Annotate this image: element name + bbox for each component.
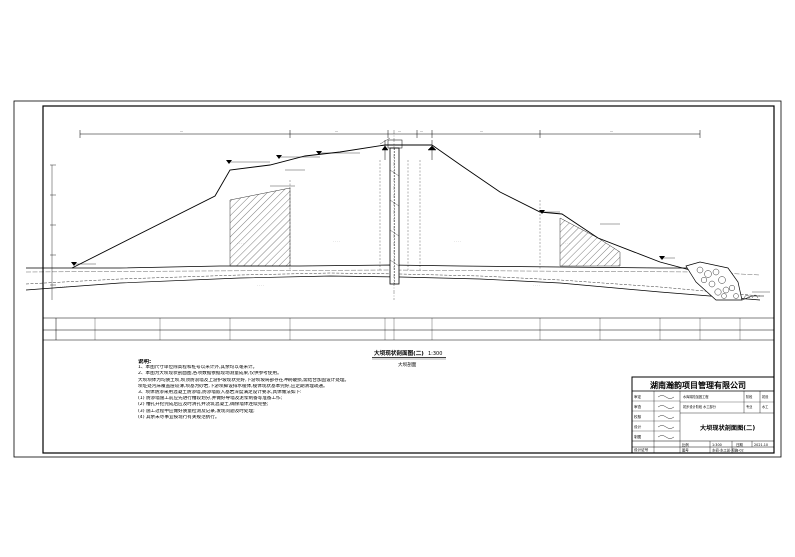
stage-value: 初设	[762, 394, 769, 399]
drawing-main-title: 大坝现状剖面图(二)	[374, 349, 424, 357]
note-line: 坝址处河床覆盖层较薄,坝基为砂岩,下游坝脚设排水棱体,棱体现状基本完好,应定期清…	[138, 383, 328, 389]
crest-markers	[381, 139, 437, 160]
svg-text:· · · ·: · · · ·	[563, 241, 570, 245]
svg-text:...: ...	[335, 129, 338, 133]
downstream-rock-toe	[685, 261, 743, 301]
bedrock-line	[25, 275, 761, 301]
upstream-hatched-zone	[229, 187, 291, 267]
sheet-outer-border	[13, 100, 782, 458]
drawing-notes: 说明: 1、本图尺寸单位除高程和桩号以米计外,其余均以毫米计。 2、本图为大坝现…	[138, 359, 608, 421]
zone-labels: · · · · · · · · · · · · · · · · · · · · …	[60, 239, 570, 288]
dam-downstream-slope	[431, 144, 691, 271]
title-block-role-labels: 审定 审查 校核 设计 制图 设计证号	[634, 394, 649, 452]
date-label: 日期	[736, 442, 743, 447]
drawing-number: 水初-水工总-坝施-02	[712, 448, 744, 453]
note-line: 3、坝体防渗采用混凝土防渗墙,防渗墙嵌入基岩深度满足设计要求,具体做法如下:	[138, 390, 302, 396]
top-dimension-labels: ... ... ... ... ... ...	[180, 129, 613, 133]
level-marks	[71, 151, 665, 266]
note-line: (4) 其余未尽事宜按现行有关规范执行。	[138, 414, 220, 420]
label-draw: 制图	[634, 434, 642, 439]
svg-text:...: ...	[480, 129, 483, 133]
svg-text:· · · ·: · · · ·	[333, 239, 340, 243]
bottom-table	[43, 317, 774, 341]
downstream-hatched-zone	[559, 217, 621, 267]
bedrock-line-2	[25, 272, 761, 297]
annotation-leaders	[75, 137, 770, 293]
svg-text:...: ...	[398, 129, 401, 133]
bottom-table-ticks	[94, 318, 741, 340]
label-review: 审查	[634, 404, 642, 409]
top-dimension-line	[79, 130, 701, 138]
company-name: 湖南瀚韵项目管理有限公司	[650, 380, 746, 390]
svg-text:· · · ·: · · · ·	[60, 284, 67, 288]
title-block-bottom: 比例 1:300 日期 2021.10 图号 水初-水工总-坝施-02	[682, 442, 768, 453]
svg-text:· · · ·: · · · ·	[533, 283, 540, 287]
title-block	[631, 376, 775, 454]
drawing-scale: 1:300	[428, 351, 442, 357]
label-approve: 审定	[634, 394, 642, 399]
elevation-scale	[50, 164, 56, 300]
note-line: 2、本图为大坝现状剖面图,各项数据依据现场测量成果,仅供参考使用。	[138, 371, 282, 377]
drawing-subtitle: 大坝剖面	[398, 361, 417, 368]
scale-value: 1:300	[712, 443, 722, 447]
note-line: (3) 施工过程中应做好质量检测及记录,发现问题及时处理;	[138, 408, 255, 414]
note-line: 大坝坝体为均质土坝,坝顶防浪墙及上游护坡现状完好,下游坝坡局部存在冲刷破损,需结…	[138, 377, 350, 383]
date-value: 2021.10	[754, 443, 768, 447]
svg-text:...: ...	[420, 129, 423, 133]
svg-text:· · · ·: · · · ·	[454, 239, 461, 243]
stage-label: 阶段	[746, 394, 753, 399]
svg-text:· · · ·: · · · ·	[237, 241, 244, 245]
specialty-label: 专业	[746, 404, 752, 409]
svg-text:· · · ·: · · · ·	[257, 283, 264, 287]
svg-text:...: ...	[180, 129, 183, 133]
drawing-number-label: 图号	[682, 448, 689, 453]
rock-toe-stones	[696, 266, 739, 299]
note-line: (2) 槽孔开挖完成后应及时清孔并浇筑混凝土,确保墙体连续完整;	[138, 402, 269, 408]
toe-small-mounds	[743, 294, 759, 299]
downstream-ground	[741, 295, 764, 301]
project-info: 水库除险加固工程 初步设计阶段 水工部分 阶段 初设 专业 水工	[683, 394, 769, 409]
sheet-inner-border	[42, 105, 775, 454]
note-line: (1) 防渗墙施工前应先进行槽段划分,并做好导墙及泥浆制备等准备工作;	[138, 396, 283, 402]
dam-upstream-slope	[71, 144, 386, 269]
label-check: 校核	[634, 414, 642, 419]
title-block-drawing-name: 大坝现状剖面图(二)	[700, 424, 755, 432]
svg-text:...: ...	[610, 129, 613, 133]
cutoff-wall-fill	[389, 169, 400, 267]
borehole-lines	[289, 160, 541, 270]
label-design: 设计	[634, 424, 642, 429]
label-cert-no: 设计证号	[634, 447, 649, 452]
scale-label: 比例	[682, 442, 689, 447]
project-line-1: 水库除险加固工程	[683, 394, 709, 399]
notes-heading: 说明:	[138, 359, 152, 365]
note-line: 1、本图尺寸单位除高程和桩号以米计外,其余均以毫米计。	[138, 365, 258, 371]
project-line-2: 初步设计阶段 水工部分	[683, 404, 717, 409]
signature-marks	[657, 395, 675, 439]
specialty-value: 水工	[762, 404, 769, 409]
